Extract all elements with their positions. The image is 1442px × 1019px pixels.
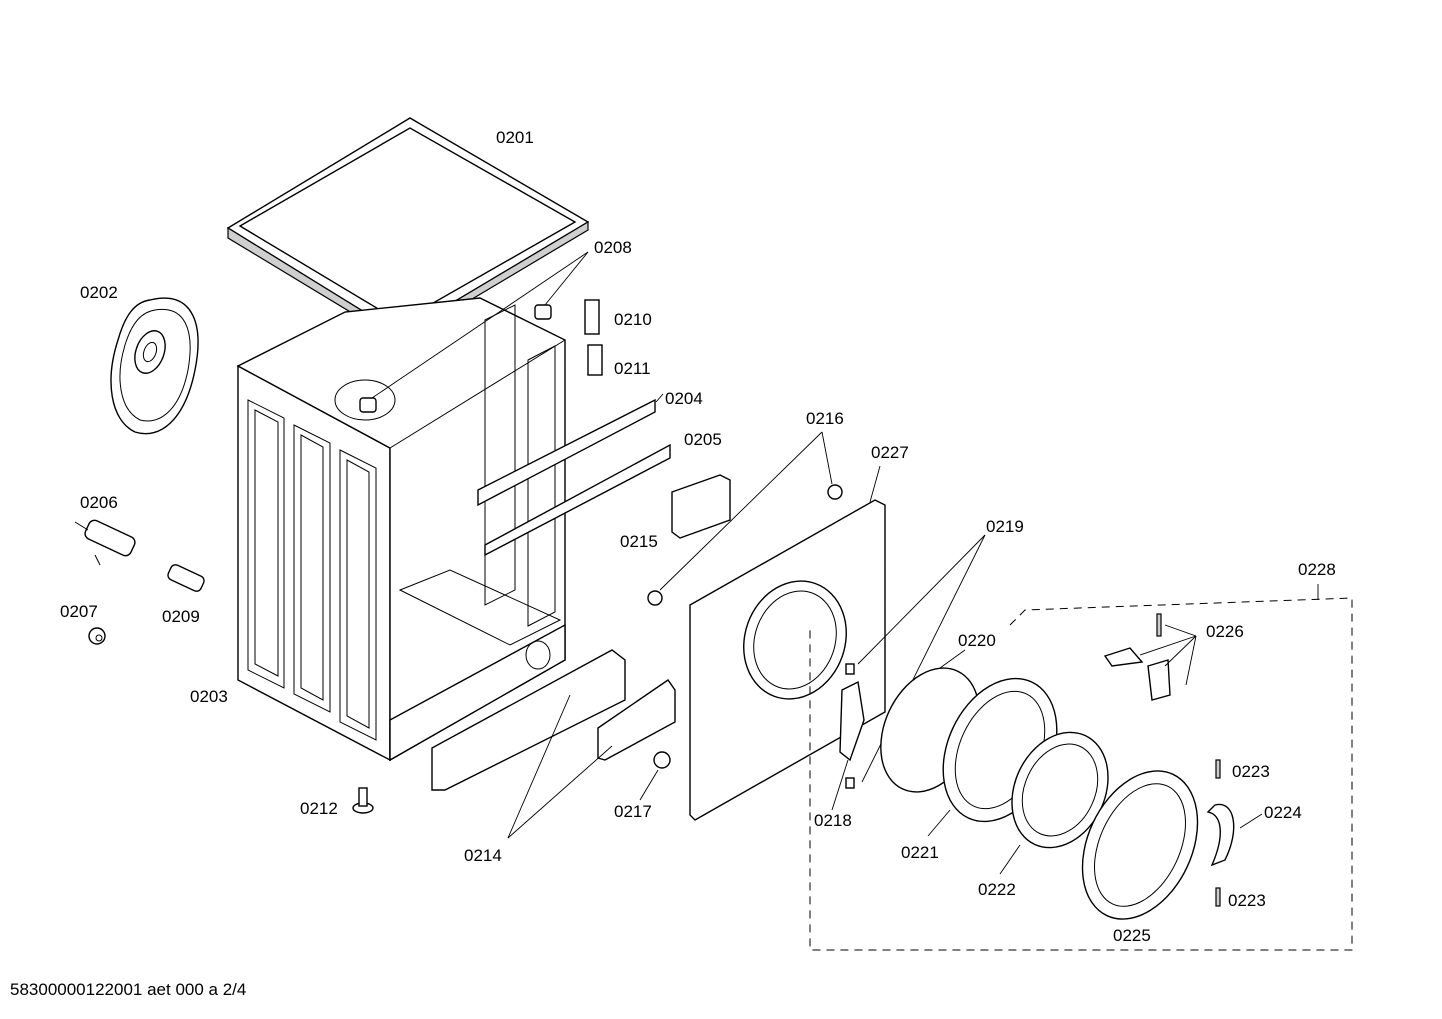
assembly-0228-frame bbox=[809, 584, 1353, 951]
part-0210-clip bbox=[584, 299, 600, 335]
part-0211-clip bbox=[587, 344, 603, 376]
label-0202: 0202 bbox=[80, 283, 118, 302]
label-0206: 0206 bbox=[80, 493, 118, 512]
part-0224-handle bbox=[1206, 803, 1263, 867]
label-0228: 0228 bbox=[1298, 560, 1336, 579]
part-0203-cabinet bbox=[236, 297, 566, 762]
label-0218: 0218 bbox=[814, 811, 852, 830]
label-0212: 0212 bbox=[300, 799, 338, 818]
part-0215-door-lock bbox=[671, 474, 731, 539]
label-0219: 0219 bbox=[986, 517, 1024, 536]
label-0208: 0208 bbox=[594, 238, 632, 257]
part-0202-back-cover bbox=[110, 297, 199, 435]
label-0215: 0215 bbox=[620, 532, 658, 551]
label-0221: 0221 bbox=[901, 843, 939, 862]
label-0223-bottom: 0223 bbox=[1228, 891, 1266, 910]
label-0210: 0210 bbox=[614, 310, 652, 329]
part-0201-worktop bbox=[226, 117, 590, 344]
label-0209: 0209 bbox=[162, 607, 200, 626]
label-0217: 0217 bbox=[614, 802, 652, 821]
label-0216: 0216 bbox=[806, 409, 844, 428]
label-0204: 0204 bbox=[665, 389, 703, 408]
part-0206-filter bbox=[74, 519, 136, 566]
part-0204-rail bbox=[477, 393, 664, 507]
label-0226: 0226 bbox=[1206, 622, 1244, 641]
part-0218-hinge bbox=[831, 663, 865, 811]
part-0227-front-panel bbox=[689, 465, 886, 821]
document-footer-id: 58300000122001 aet 000 a 2/4 bbox=[10, 980, 247, 999]
label-0205: 0205 bbox=[684, 430, 722, 449]
part-0225-door-ring bbox=[1081, 770, 1199, 920]
part-0207-foot bbox=[88, 627, 106, 645]
label-0227: 0227 bbox=[871, 443, 909, 462]
part-0209-connector bbox=[167, 564, 205, 592]
label-0203: 0203 bbox=[190, 687, 228, 706]
label-0207: 0207 bbox=[60, 602, 98, 621]
label-0211: 0211 bbox=[614, 359, 651, 378]
label-0222: 0222 bbox=[978, 880, 1016, 899]
part-0217-knob bbox=[639, 751, 671, 801]
label-0224: 0224 bbox=[1264, 803, 1302, 822]
part-0214-panel bbox=[431, 649, 676, 839]
part-0212-foot-screw bbox=[352, 787, 374, 814]
label-0201: 0201 bbox=[496, 128, 534, 147]
label-0220: 0220 bbox=[958, 631, 996, 650]
part-0216-hinge-clip bbox=[647, 431, 843, 606]
label-0225: 0225 bbox=[1113, 926, 1151, 945]
label-0223-top: 0223 bbox=[1232, 762, 1270, 781]
part-0223-pin bbox=[1215, 759, 1221, 907]
part-0205-rail bbox=[484, 443, 671, 557]
part-0208-bracket bbox=[359, 251, 589, 413]
label-0214: 0214 bbox=[464, 846, 502, 865]
part-0226-latch bbox=[1103, 613, 1197, 701]
